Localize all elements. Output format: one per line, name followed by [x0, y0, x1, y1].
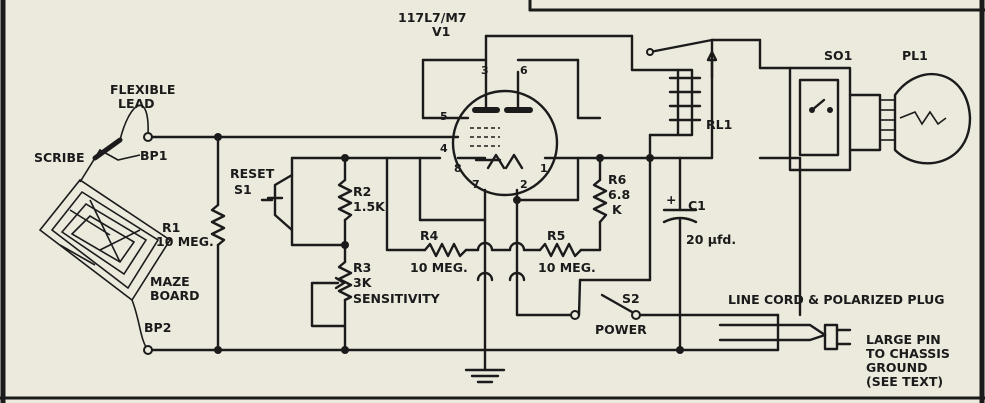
large-pin-label: LARGE PIN: [866, 332, 941, 347]
line-cord-label: LINE CORD & POLARIZED PLUG: [728, 292, 945, 307]
r5-value: 10 MEG.: [538, 260, 596, 275]
capacitor-c1: [662, 156, 698, 354]
input-wiring: [143, 132, 460, 355]
r2-value: 1.5K: [353, 199, 386, 214]
board-label: BOARD: [150, 288, 200, 303]
ground-bus: [146, 348, 780, 384]
r4-label: R4: [420, 228, 439, 243]
power-label: POWER: [595, 322, 647, 337]
tube-type-label: 117L7/M7: [398, 10, 466, 25]
c1-value: 20 µfd.: [686, 232, 736, 247]
feedback-network: [385, 154, 608, 258]
pin5-label: 5: [440, 110, 448, 123]
r6-label: R6: [608, 172, 627, 187]
tube-ref-label: V1: [432, 24, 450, 39]
s2-label: S2: [622, 291, 640, 306]
r3-value: 3K: [353, 275, 373, 290]
flexible-label: FLEXIBLE: [110, 82, 175, 97]
socket-so1: [758, 66, 852, 317]
line-cord-plug: [718, 313, 852, 352]
r3-label: R3: [353, 260, 371, 275]
maze-board: [38, 104, 172, 351]
r1-label: R1: [162, 220, 180, 235]
c1-label: C1: [688, 198, 706, 213]
sensitivity-label: SENSITIVITY: [353, 291, 441, 306]
pin2-label: 2: [520, 178, 528, 191]
pin6-label: 6: [520, 64, 528, 77]
pin8-label: 8: [454, 162, 462, 175]
see-text-label: (SEE TEXT): [866, 374, 943, 389]
r5-label: R5: [547, 228, 565, 243]
pin3-label: 3: [481, 64, 489, 77]
pl1-label: PL1: [902, 48, 928, 63]
bp1-label: BP1: [140, 148, 167, 163]
r6-unit: K: [612, 202, 623, 217]
r2-label: R2: [353, 184, 371, 199]
s1-label: S1: [234, 182, 252, 197]
rl1-label: RL1: [706, 117, 732, 132]
wire-crossovers: [476, 271, 526, 282]
r6-value: 6.8: [608, 187, 630, 202]
pin7-label: 7: [472, 178, 480, 191]
c1-plus: +: [666, 192, 676, 207]
maze-label: MAZE: [150, 274, 190, 289]
sensitivity-network: [260, 154, 442, 354]
r4-value: 10 MEG.: [410, 260, 468, 275]
switch-s2: [515, 278, 780, 320]
pin4-label: 4: [440, 142, 448, 155]
labels: 117L7/M7 V1 FLEXIBLE LEAD SCRIBE BP1 BP2…: [34, 10, 950, 389]
r1-value: 10 MEG.: [156, 234, 214, 249]
pin1-label: 1: [540, 162, 548, 175]
so1-label: SO1: [824, 48, 852, 63]
reset-label: RESET: [230, 166, 275, 181]
to-chassis-label: TO CHASSIS: [866, 346, 950, 361]
relay-rl1: [598, 38, 762, 282]
ground-label: GROUND: [866, 360, 928, 375]
lamp-pl1: [848, 72, 972, 165]
tube-v1: [418, 34, 634, 352]
scribe-label: SCRIBE: [34, 150, 85, 165]
lead-label: LEAD: [118, 96, 155, 111]
bp2-label: BP2: [144, 320, 171, 335]
